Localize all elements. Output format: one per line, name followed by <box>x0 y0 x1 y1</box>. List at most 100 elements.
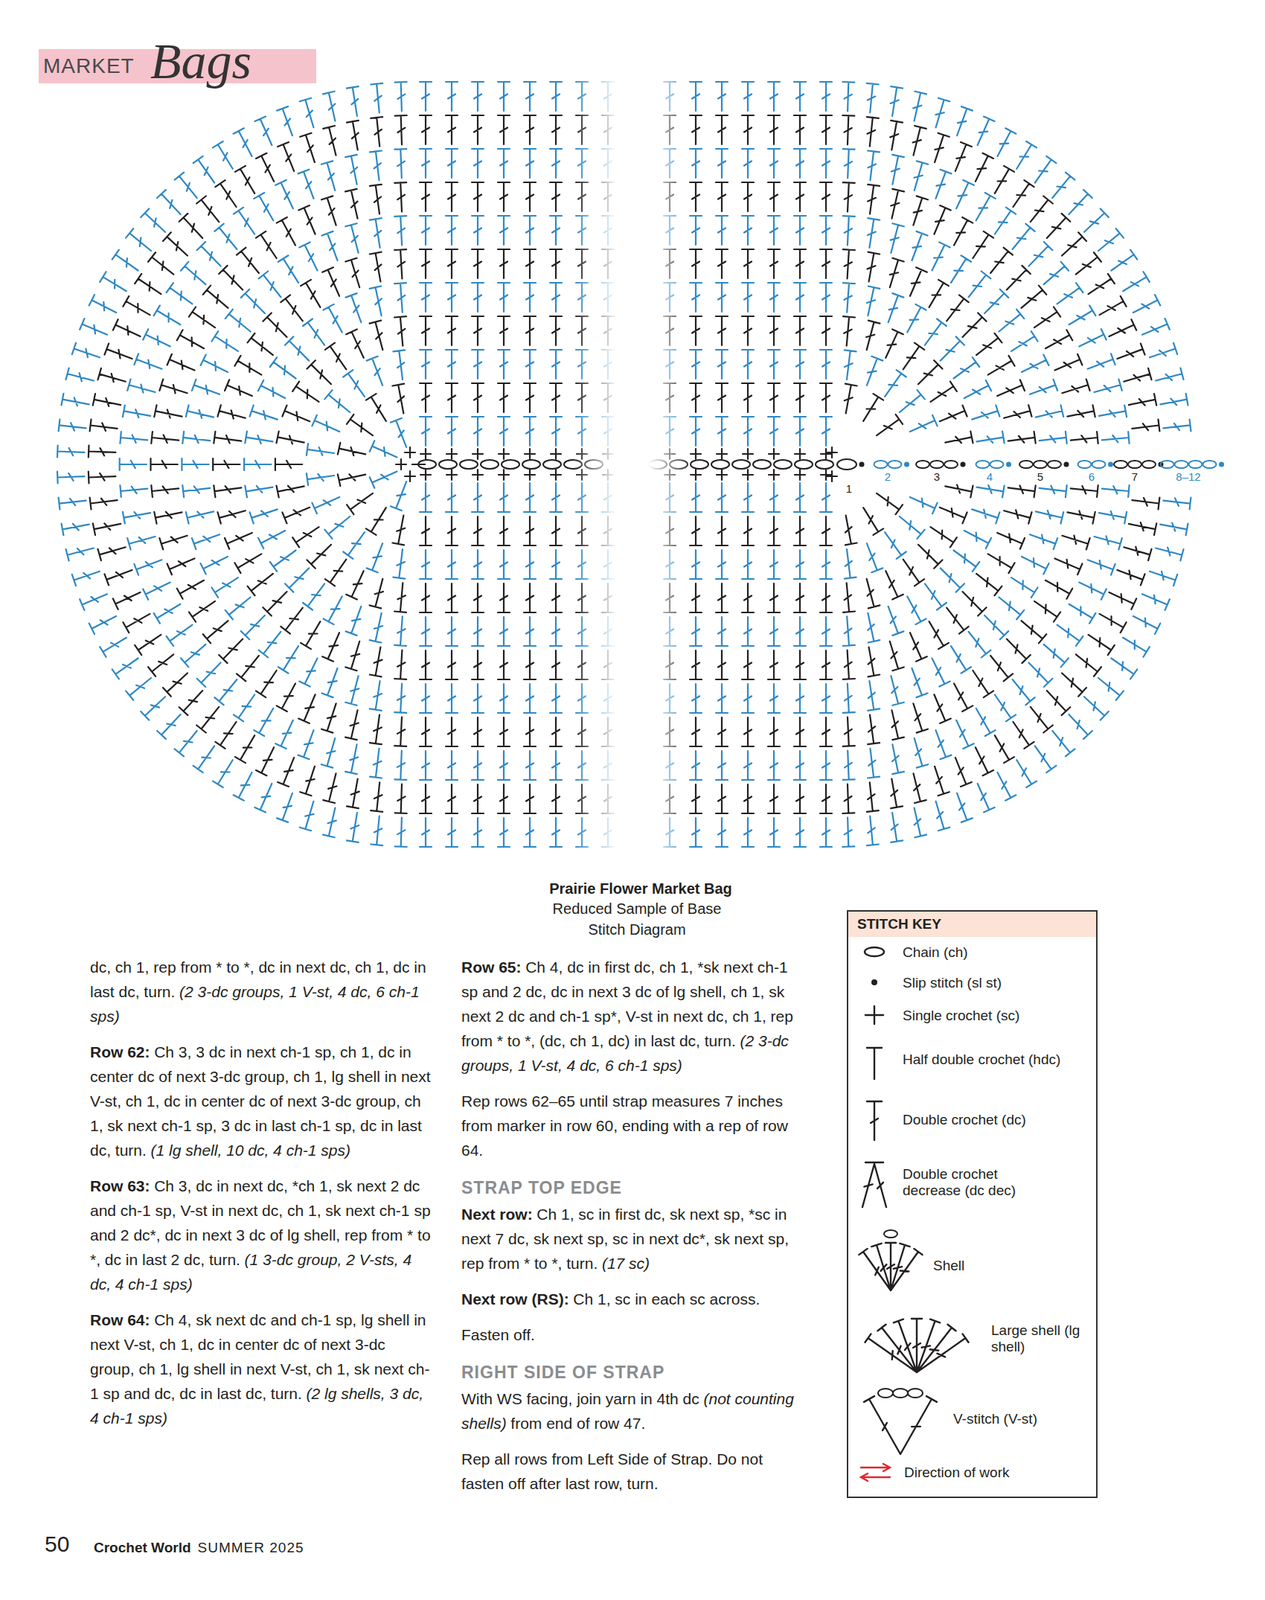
instruction-paragraph: Rep all rows from Left Side of Strap. Do… <box>461 1446 803 1496</box>
legend-text: Direction of work <box>904 1464 1010 1481</box>
instruction-paragraph: Row 65:Ch 4, dc in first dc, ch 1, *sk n… <box>461 954 803 1078</box>
gap <box>616 66 649 867</box>
section-heading: RIGHT SIDE OF STRAP <box>461 1360 803 1385</box>
stitch-key-symbols <box>846 910 1098 1498</box>
large-shell-symbol <box>865 1318 969 1373</box>
row-label: Row 63: <box>90 1177 151 1195</box>
legend-text: V-stitch (V-st) <box>953 1410 1038 1428</box>
diagram-title: Prairie Flower Market Bag <box>454 878 827 899</box>
legend-text: Slip stitch (sl st) <box>902 974 1002 992</box>
section-heading: STRAP TOP EDGE <box>461 1175 803 1201</box>
instruction-paragraph: Row 64:Ch 4, sk next dc and ch-1 sp, lg … <box>90 1307 431 1431</box>
direction-arrow <box>860 1463 890 1472</box>
round-number: 6 <box>1087 470 1096 483</box>
chain-symbol <box>1078 460 1092 469</box>
slip-stitch-dot <box>1006 462 1012 468</box>
slip-stitch-dot <box>859 462 865 468</box>
instruction-paragraph: Row 63:Ch 3, dc in next dc, *ch 1, sk ne… <box>90 1173 431 1297</box>
row-label: Next row: <box>461 1205 533 1223</box>
direction-arrow <box>860 1473 890 1481</box>
instruction-paragraph: Next row:Ch 1, sc in first dc, sk next s… <box>461 1201 803 1276</box>
key-heading: STITCH KEY <box>848 911 1097 937</box>
instruction-text: With WS facing, join yarn in 4th dc <box>461 1390 700 1408</box>
instruction-paragraph: Rep rows 62–65 until strap measures 7 in… <box>461 1088 803 1163</box>
instruction-paragraph: Next row (RS):Ch 1, sc in each sc across… <box>461 1286 803 1312</box>
double-crochet-symbol <box>866 1101 882 1140</box>
row-label: Row 64: <box>90 1311 151 1329</box>
v-stitch-symbol <box>863 1395 937 1455</box>
round-number: 5 <box>1036 470 1044 483</box>
legend-text: Large shell (lg shell) <box>991 1322 1088 1356</box>
chain-symbol <box>907 1388 923 1398</box>
instruction-text: Fasten off. <box>461 1326 536 1344</box>
round-number: 3 <box>933 470 941 483</box>
instruction-text: Rep all rows from Left Side of Strap. Do… <box>461 1450 763 1492</box>
instruction-paragraph: dc, ch 1, rep from * to *, dc in next dc… <box>90 954 431 1029</box>
stitch-count: (1 lg shell, 10 dc, 4 ch-1 sps) <box>151 1141 351 1159</box>
shell-symbol <box>858 1242 922 1291</box>
slip-stitch-dot <box>960 462 966 468</box>
chain-symbol <box>1142 460 1156 469</box>
chain-symbol <box>1092 460 1106 469</box>
round-start-markers <box>837 459 1225 470</box>
round-number: 7 <box>1131 470 1139 483</box>
round-number: 4 <box>985 470 994 483</box>
stitch-count: (17 sc) <box>601 1254 650 1272</box>
chain-symbol <box>930 460 944 469</box>
chain-symbol <box>864 947 885 957</box>
chain-symbol <box>990 460 1004 469</box>
slip-stitch-dot <box>904 462 910 468</box>
instruction-text: Ch 1, sc in each sc across. <box>572 1290 760 1308</box>
instruction-paragraph: Fasten off. <box>461 1322 803 1347</box>
legend-text: Shell <box>933 1257 965 1274</box>
legend-text: Double crochet decrease (dc dec) <box>902 1166 1033 1199</box>
chain-symbol <box>1113 460 1128 469</box>
legend-text: Half double crochet (hdc) <box>902 1051 1061 1068</box>
footer-line: Crochet WorldSUMMER 2025 <box>93 1538 305 1557</box>
chain-symbol <box>1189 460 1203 469</box>
section-label: MARKET <box>43 55 135 78</box>
center-stitch <box>411 463 426 466</box>
symbol-group <box>858 947 969 1481</box>
chain-symbol <box>878 1388 893 1398</box>
round-number: 8–12 <box>1174 470 1202 483</box>
legend-text: Single crochet (sc) <box>902 1007 1020 1024</box>
text-column: Row 65:Ch 4, dc in first dc, ch 1, *sk n… <box>461 954 803 1507</box>
chain-symbol <box>874 460 888 469</box>
chain-symbol <box>944 460 958 469</box>
instruction-paragraph: With WS facing, join yarn in 4th dc(not … <box>461 1386 803 1436</box>
section-script-title: Bags <box>150 31 252 91</box>
chain-symbol <box>888 460 902 469</box>
instruction-text: from end of row 47. <box>510 1414 646 1432</box>
chain-symbol <box>1174 460 1189 469</box>
chain-symbol <box>1019 460 1033 469</box>
row-label: Row 62: <box>90 1043 151 1061</box>
instruction-text: Ch 3, 3 dc in next ch-1 sp, ch 1, dc in … <box>90 1043 431 1159</box>
chain-symbol <box>1047 460 1062 469</box>
round-number: 1 <box>845 482 853 495</box>
chain-symbol <box>1203 460 1217 469</box>
legend-text: Chain (ch) <box>902 944 969 961</box>
legend-text: Double crochet (dc) <box>902 1111 1027 1129</box>
magazine-name: Crochet World <box>93 1538 192 1557</box>
half-double-symbol <box>866 1047 882 1079</box>
chain-symbol <box>892 1388 908 1398</box>
chain-symbol <box>1160 460 1175 469</box>
diagram-caption: Reduced Sample of Base Stitch Diagram <box>540 898 734 940</box>
slip-stitch-dot <box>1107 462 1114 468</box>
page-number: 50 <box>44 1531 70 1557</box>
slip-stitch-symbol <box>871 979 878 986</box>
fade-right <box>648 66 693 867</box>
row-label: Next row (RS): <box>461 1290 570 1308</box>
single-crochet-symbol <box>865 1006 884 1024</box>
chain-symbol <box>1128 460 1142 469</box>
text-column: dc, ch 1, rep from * to *, dc in next dc… <box>90 954 431 1442</box>
slip-stitch-dot <box>1218 462 1225 468</box>
chain-symbol <box>1033 460 1047 469</box>
header-band: MARKETBags <box>38 49 317 84</box>
instruction-text: Rep rows 62–65 until strap measures 7 in… <box>461 1092 789 1159</box>
instruction-paragraph: Row 62:Ch 3, 3 dc in next ch-1 sp, ch 1,… <box>90 1039 431 1163</box>
row-label: Row 65: <box>461 958 522 976</box>
